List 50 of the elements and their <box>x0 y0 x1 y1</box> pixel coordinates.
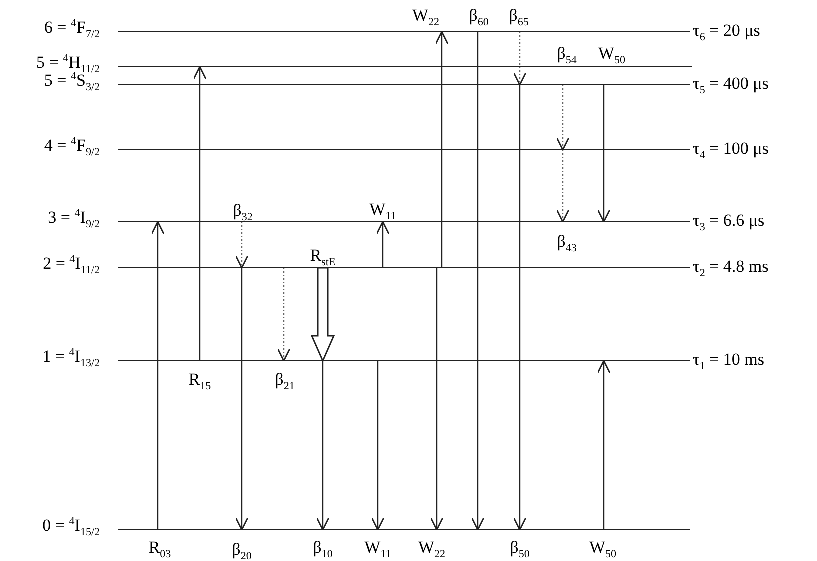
lifetime-label: τ$_{3}$ = 6.6 μs <box>693 212 765 230</box>
edge-label: R$_{stE}$ <box>310 247 336 265</box>
hollow-arrow <box>310 267 336 363</box>
edge-label: β$_{65}$ <box>509 7 529 25</box>
edge-label: W$_{22}$ <box>412 7 440 25</box>
level-label: 1 = $^{4}$I$_{13/2}$ <box>42 348 100 366</box>
level-label: 6 = $^{4}$F$_{7/2}$ <box>44 19 100 37</box>
level-label: 2 = $^{4}$I$_{11/2}$ <box>43 255 100 273</box>
edge-label: R$_{15}$ <box>188 371 212 389</box>
arrow <box>371 361 385 531</box>
edge-label: W$_{11}$ <box>364 539 392 557</box>
arrow <box>235 268 249 531</box>
lifetime-label: τ$_{2}$ = 4.8 ms <box>693 258 769 276</box>
arrow <box>597 360 611 530</box>
arrow <box>471 32 485 531</box>
level-label: 3 = $^{4}$I$_{9/2}$ <box>48 209 100 227</box>
dotted-arrow <box>235 222 249 269</box>
arrow <box>430 268 444 531</box>
edge-label: W$_{50}$ <box>589 539 617 557</box>
level-label: 4 = $^{4}$F$_{9/2}$ <box>44 137 100 155</box>
arrow <box>316 361 330 531</box>
edge-label: β$_{54}$ <box>557 45 577 63</box>
level-label: 5 = $^{4}$S$_{3/2}$ <box>44 72 100 90</box>
arrow <box>193 66 207 361</box>
lifetime-label: τ$_{6}$ = 20 μs <box>693 22 760 40</box>
level-label: 0 = $^{4}$I$_{15/2}$ <box>42 517 100 535</box>
edge-label: R$_{03}$ <box>148 539 172 557</box>
lifetime-label: τ$_{1}$ = 10 ms <box>693 351 765 369</box>
dotted-arrow <box>277 268 291 362</box>
lifetime-label: τ$_{4}$ = 100 μs <box>693 140 769 158</box>
edge-label: β$_{21}$ <box>275 371 295 389</box>
edge-label: β$_{43}$ <box>557 233 577 251</box>
dotted-arrow <box>556 150 570 223</box>
edge-label: β$_{10}$ <box>313 539 333 557</box>
arrow <box>597 85 611 223</box>
arrow <box>151 221 165 530</box>
edge-label: W$_{50}$ <box>598 45 626 63</box>
arrow <box>513 85 527 531</box>
level-label: 5 = $^{4}$H$_{11/2}$ <box>36 54 100 72</box>
edge-label: β$_{32}$ <box>233 202 253 220</box>
arrow <box>376 221 390 268</box>
edge-label: W$_{22}$ <box>418 539 446 557</box>
arrow <box>435 31 449 268</box>
edge-label: β$_{60}$ <box>469 7 489 25</box>
edge-label: W$_{11}$ <box>370 201 396 219</box>
dotted-arrow <box>556 85 570 151</box>
edge-label: β$_{50}$ <box>510 539 530 557</box>
dotted-arrow <box>513 32 527 86</box>
edge-label: β$_{20}$ <box>232 541 252 559</box>
lifetime-label: τ$_{5}$ = 400 μs <box>693 75 769 93</box>
